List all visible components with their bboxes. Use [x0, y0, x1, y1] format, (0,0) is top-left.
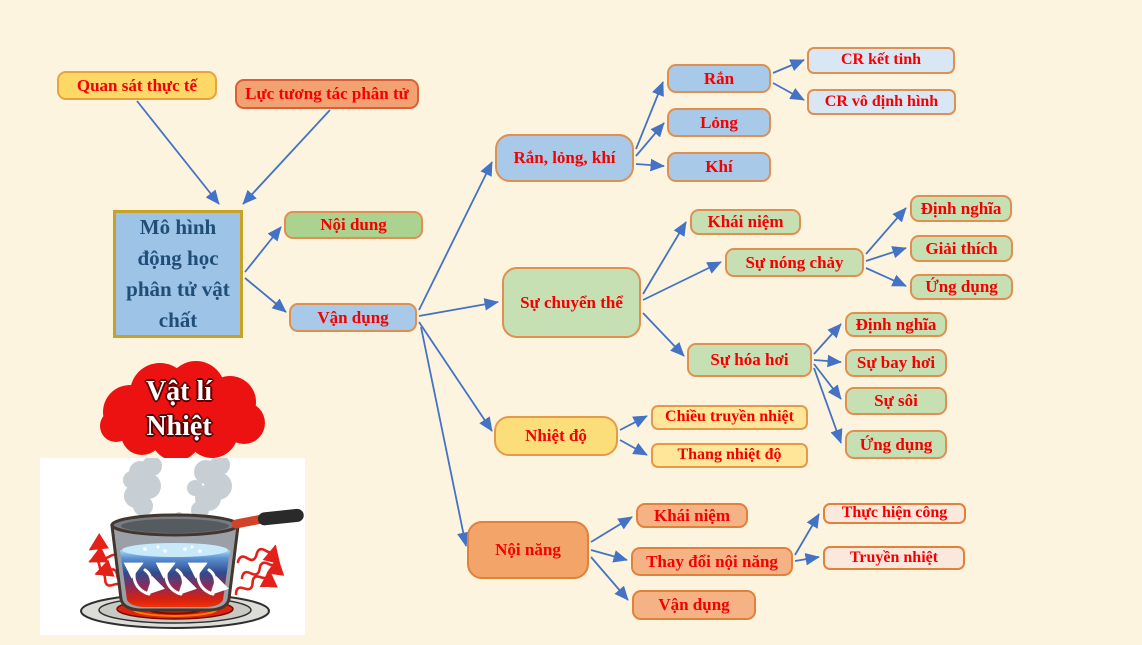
node-van-dung: Vận dụng — [289, 303, 417, 332]
node-van-dung-noi-nang: Vận dụng — [632, 590, 756, 620]
cloud-title-text: Vật lí Nhiệt — [88, 374, 270, 444]
node-thay-doi-noi-nang: Thay đổi nội năng — [631, 547, 793, 576]
node-long: Lỏng — [667, 108, 771, 137]
node-cr-ket-tinh: CR kết tinh — [807, 47, 955, 74]
steam-puffs — [123, 455, 232, 526]
node-dinh-nghia-nong-chay: Định nghĩa — [910, 195, 1012, 222]
node-dinh-nghia-hoa-hoi: Định nghĩa — [845, 312, 947, 337]
bubbles — [143, 545, 202, 553]
node-noi-nang: Nội năng — [467, 521, 589, 579]
node-truyen-nhiet: Truyền nhiệt — [823, 546, 965, 570]
node-nhiet-do: Nhiệt độ — [494, 416, 618, 456]
node-su-chuyen-the: Sự chuyển thể — [502, 267, 641, 338]
node-thuc-hien-cong: Thực hiện công — [823, 503, 966, 524]
convection-arrows — [123, 562, 229, 596]
node-khi: Khí — [667, 152, 771, 182]
node-ung-dung-hoa-hoi: Ứng dụng — [845, 430, 947, 459]
node-ran-long-khi: Rắn, lỏng, khí — [495, 134, 634, 182]
node-khai-niem-noi-nang: Khái niệm — [636, 503, 748, 528]
node-khai-niem-chuyen-the: Khái niệm — [690, 209, 801, 235]
boiling-pot-icon — [80, 455, 304, 629]
node-thang-nhiet-do: Thang nhiệt độ — [651, 443, 808, 468]
connector-arrows — [136, 59, 907, 601]
node-su-nong-chay: Sự nóng chảy — [725, 248, 864, 277]
node-noi-dung: Nội dung — [284, 211, 423, 239]
node-giai-thich: Giải thích — [910, 235, 1013, 262]
boiling-pot-illustration — [40, 455, 305, 635]
cloud-title-line1: Vật lí — [145, 376, 213, 407]
node-su-soi: Sự sôi — [845, 387, 947, 415]
node-cr-vo-dinh-hinh: CR vô định hình — [807, 89, 956, 115]
node-su-hoa-hoi: Sự hóa hơi — [687, 343, 812, 377]
cloud-shape-icon — [100, 361, 265, 461]
node-luc-tuong-tac-phan-tu: Lực tương tác phân tử — [235, 79, 419, 109]
pot-body — [110, 513, 240, 612]
node-ung-dung-nong-chay: Ứng dụng — [910, 274, 1013, 300]
node-ran: Rắn — [667, 64, 771, 93]
title-cloud: Vật lí Nhiệt — [88, 360, 270, 462]
node-quan-sat-thuc-te: Quan sát thực tế — [57, 71, 217, 100]
pot-handle — [231, 508, 304, 529]
cloud-title-line2: Nhiệt — [146, 411, 212, 442]
node-chieu-truyen-nhiet: Chiều truyền nhiệt — [651, 405, 808, 430]
node-root-mo-hinh-dong-hoc: Mô hình động học phân tử vật chất — [113, 210, 243, 338]
node-su-bay-hoi: Sự bay hơi — [845, 349, 947, 377]
